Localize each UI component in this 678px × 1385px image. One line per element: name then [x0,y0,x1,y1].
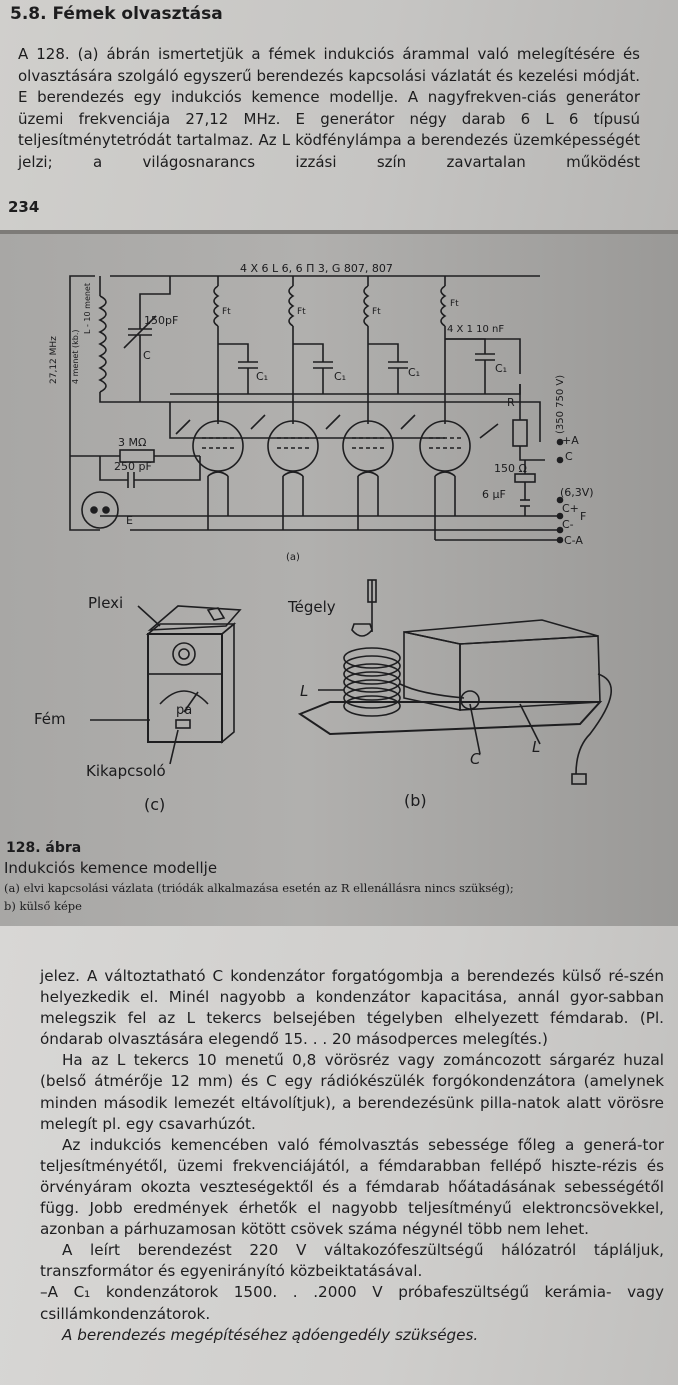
caption-title: Indukciós kemence modellje [4,859,218,877]
coil-l-right-label: L [532,738,540,756]
paragraph-2: Ha az L tekercs 10 menetű 0,8 vörösréz v… [40,1051,664,1133]
choke-label-1: Ft [222,307,231,317]
body-text: jelez. A változtatható C kondenzátor for… [40,966,664,1346]
schematic-a [69,275,564,544]
paragraph-3: Az indukciós kemencében való fémolvasztá… [40,1135,664,1239]
choke-label-3: Ft [372,307,381,317]
subfig-b-label: (b) [404,791,427,810]
switch-label: Kikapcsoló [86,762,166,780]
neon-lamp [81,491,119,529]
c1-capacitors [218,338,495,394]
top-page: 5.8. Fémek olvasztása A 128. (a) ábrán i… [0,0,678,230]
c1-label-1: C₁ [256,370,268,383]
paragraph-6: A berendezés megépítéséhez ądóengedély s… [62,1325,479,1344]
plexi-label: Plexi [88,594,123,612]
outside-b-labels: Tégely L C L (b) [287,598,540,810]
figure-128: 4 X 6 L 6, 6 П 3, G 807, 807 27,12 MHz 4… [0,234,678,926]
c-terminal-label: C [565,450,573,463]
tubes-label: 4 X 6 L 6, 6 П 3, G 807, 807 [240,262,393,275]
voltage-label: (350 750 V) [555,375,566,434]
figure-drawing: 4 X 6 L 6, 6 П 3, G 807, 807 27,12 MHz 4… [34,262,612,814]
coil-turns-label: L - 10 menet [83,283,92,334]
paragraph-5: –A C₁ kondenzátorok 1500. . .2000 V prób… [40,1283,664,1323]
cap-c-label: C [143,349,151,362]
crucible-label: Tégely [287,598,336,616]
fem-label: Fém [34,710,66,728]
bottom-page: jelez. A változtatható C kondenzátor for… [0,926,678,1385]
freq-label: 27,12 MHz [49,336,59,384]
cap-c-b-label: C [470,750,481,768]
c1-label-2: C₁ [334,370,346,383]
section-title: 5.8. Fémek olvasztása [10,4,223,24]
caption-item-b: b) külső képe [4,899,82,913]
coil-label: 4 menet (kb.) [71,329,80,384]
paragraph-4: A leírt berendezést 220 V váltakozófeszü… [40,1241,664,1281]
resistor-3m-label: 3 MΩ [118,436,146,449]
r-label: R [507,396,515,409]
cap-250-label: 250 pF [114,460,152,473]
outside-c-labels: Plexi Fém pa Kikapcsoló (c) [34,594,192,814]
c1-label-4: C₁ [495,362,507,375]
subfig-c-label: (c) [144,795,165,814]
resistor-R [512,419,528,447]
r150-label: 150 Ω [494,462,527,475]
e-label: E [126,514,133,527]
plus-a-label: +A [562,434,579,447]
caption-number: 128. ábra [6,840,82,856]
c-minus-a-label: C-A [564,534,583,547]
tetrode-tubes [192,420,471,477]
coil-l-left-label: L [300,682,308,700]
outside-view-c [90,605,242,765]
page-number: 234 [8,198,40,216]
tank-coil-symbol [98,295,107,393]
f-label: F [580,510,586,523]
v63-label: (6,3V) [560,486,594,499]
schematic-labels: 4 X 6 L 6, 6 П 3, G 807, 807 27,12 MHz 4… [49,262,594,563]
subfig-a-label: (a) [286,552,300,563]
c1-value-label: 4 X 1 10 nF [447,324,504,335]
outside-view-b [297,579,612,785]
c1-label-3: C₁ [408,366,420,379]
c-plus-label: C+ [562,502,579,515]
choke-label-2: Ft [297,307,306,317]
cap-150-label: 150pF [144,314,178,327]
pa-label: pa [176,703,192,718]
c-minus-label: C- [562,518,574,531]
choke-label-4: Ft [450,299,459,309]
intro-paragraph: A 128. (a) ábrán ismertetjük a fémek ind… [18,45,640,171]
uf6-label: 6 µF [482,488,506,501]
caption-item-a: (a) elvi kapcsolási vázlata (triódák alk… [4,881,514,895]
paragraph-1: jelez. A változtatható C kondenzátor for… [40,967,664,1049]
